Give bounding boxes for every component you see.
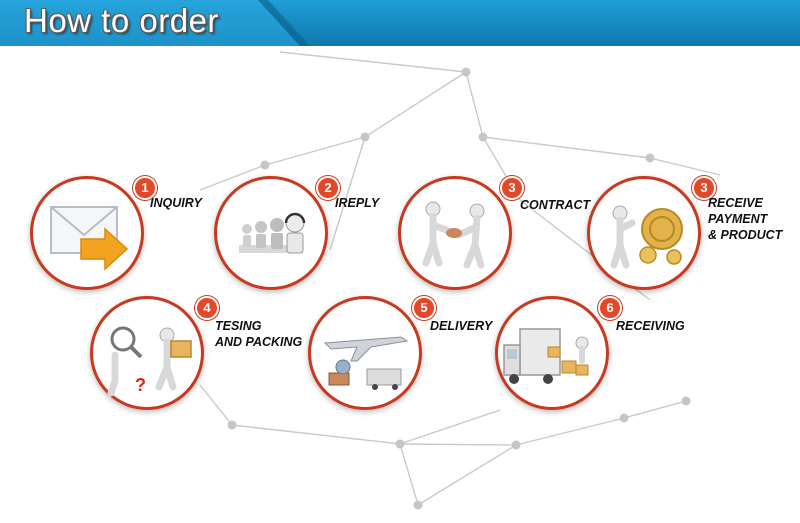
step-receive-payment-label-line-2: PAYMENT (708, 212, 768, 226)
delivery-truck-icon (503, 328, 589, 384)
step-reply-circle (214, 176, 328, 290)
step-testing-label-line-2: AND PACKING (215, 335, 303, 349)
step-contract-number-badge: 3 (500, 176, 524, 200)
step-receive-payment-number-badge: 3 (692, 176, 716, 200)
step-receive-payment-label-line-1: RECEIVE (708, 196, 763, 210)
step-receiving-number-badge: 6 (598, 296, 622, 320)
step-inquiry-circle (30, 176, 144, 290)
step-delivery-circle (308, 296, 422, 410)
step-testing-circle: ? (90, 296, 204, 410)
step-reply-label: IREPLY (335, 196, 380, 210)
banner-background (0, 0, 800, 46)
call-center-icon (239, 212, 306, 254)
header-banner: How to order (0, 0, 800, 46)
step-reply-number-badge: 2 (316, 176, 340, 200)
step-testing-number-badge: 4 (195, 296, 219, 320)
gold-coins-icon (610, 205, 683, 269)
step-testing-label-line-1: TESING (215, 319, 262, 333)
step-receive-payment-circle (587, 176, 701, 290)
envelope-arrow-icon (50, 206, 129, 271)
handshake-icon (422, 201, 485, 269)
step-inquiry-label: INQUIRY (150, 196, 202, 210)
step-testing-label: TESING AND PACKING (215, 318, 302, 350)
step-contract-circle (398, 176, 512, 290)
step-receiving-label: RECEIVING (616, 319, 685, 333)
airplane-truck-icon (323, 336, 409, 390)
step-receive-payment-label-line-3: & PRODUCT (708, 228, 783, 242)
step-contract-label: CONTRACT (520, 198, 591, 212)
step-receive-payment-label: RECEIVE PAYMENT & PRODUCT (708, 195, 782, 243)
page-title: How to order (24, 2, 219, 39)
svg-text:?: ? (135, 375, 146, 395)
magnifier-inspection-icon: ? (107, 326, 192, 397)
step-receiving-circle (495, 296, 609, 410)
step-delivery-number-badge: 5 (412, 296, 436, 320)
step-delivery-label: DELIVERY (430, 319, 493, 333)
step-inquiry-number-badge: 1 (133, 176, 157, 200)
